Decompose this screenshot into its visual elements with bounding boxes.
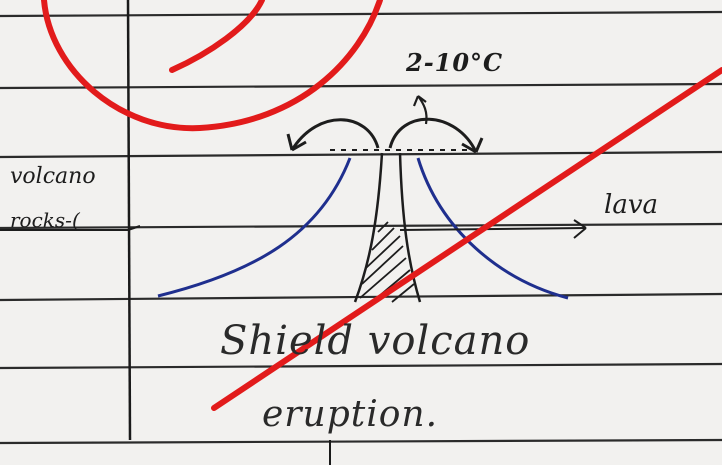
volcano-rocks-label: volcano	[10, 164, 96, 189]
volcano-flanks	[157, 157, 569, 300]
magma-vent	[353, 152, 422, 303]
eruption-arrows	[286, 95, 484, 154]
caption-title: Shield volcano	[220, 318, 531, 364]
margin-line	[126, 0, 132, 441]
lava-label: lava	[604, 190, 659, 220]
lava-arrow	[399, 219, 587, 239]
caption-subtitle: eruption.	[262, 394, 439, 435]
rocks-pointer	[0, 225, 141, 231]
temperature-label: 2-10°C	[406, 48, 504, 77]
red-correction-marks	[41, 0, 722, 411]
ruled-lines	[0, 10, 722, 445]
volcano-rocks-label-line2: rocks-(	[10, 208, 80, 232]
